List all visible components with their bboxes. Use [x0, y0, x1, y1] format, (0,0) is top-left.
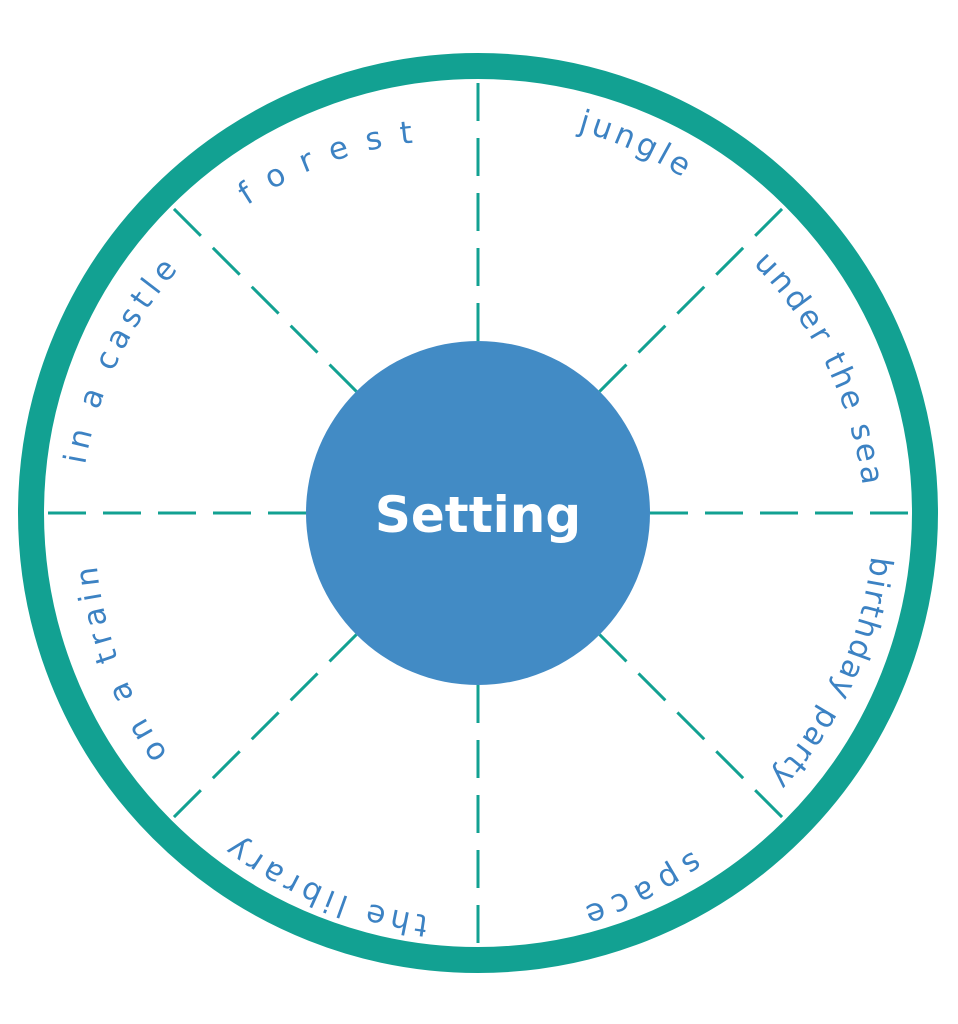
center-hub	[306, 341, 650, 685]
outer-ring	[18, 53, 938, 973]
center-title: Setting	[375, 486, 581, 544]
segment-label-in-a-castle: in a castle	[58, 247, 189, 467]
segment-dividers	[44, 79, 912, 947]
segment-label-birthday-party: birthday party	[763, 555, 899, 798]
segment-divider	[170, 205, 358, 393]
segment-divider	[170, 633, 358, 821]
segment-divider	[598, 633, 786, 821]
segment-divider	[598, 205, 786, 393]
